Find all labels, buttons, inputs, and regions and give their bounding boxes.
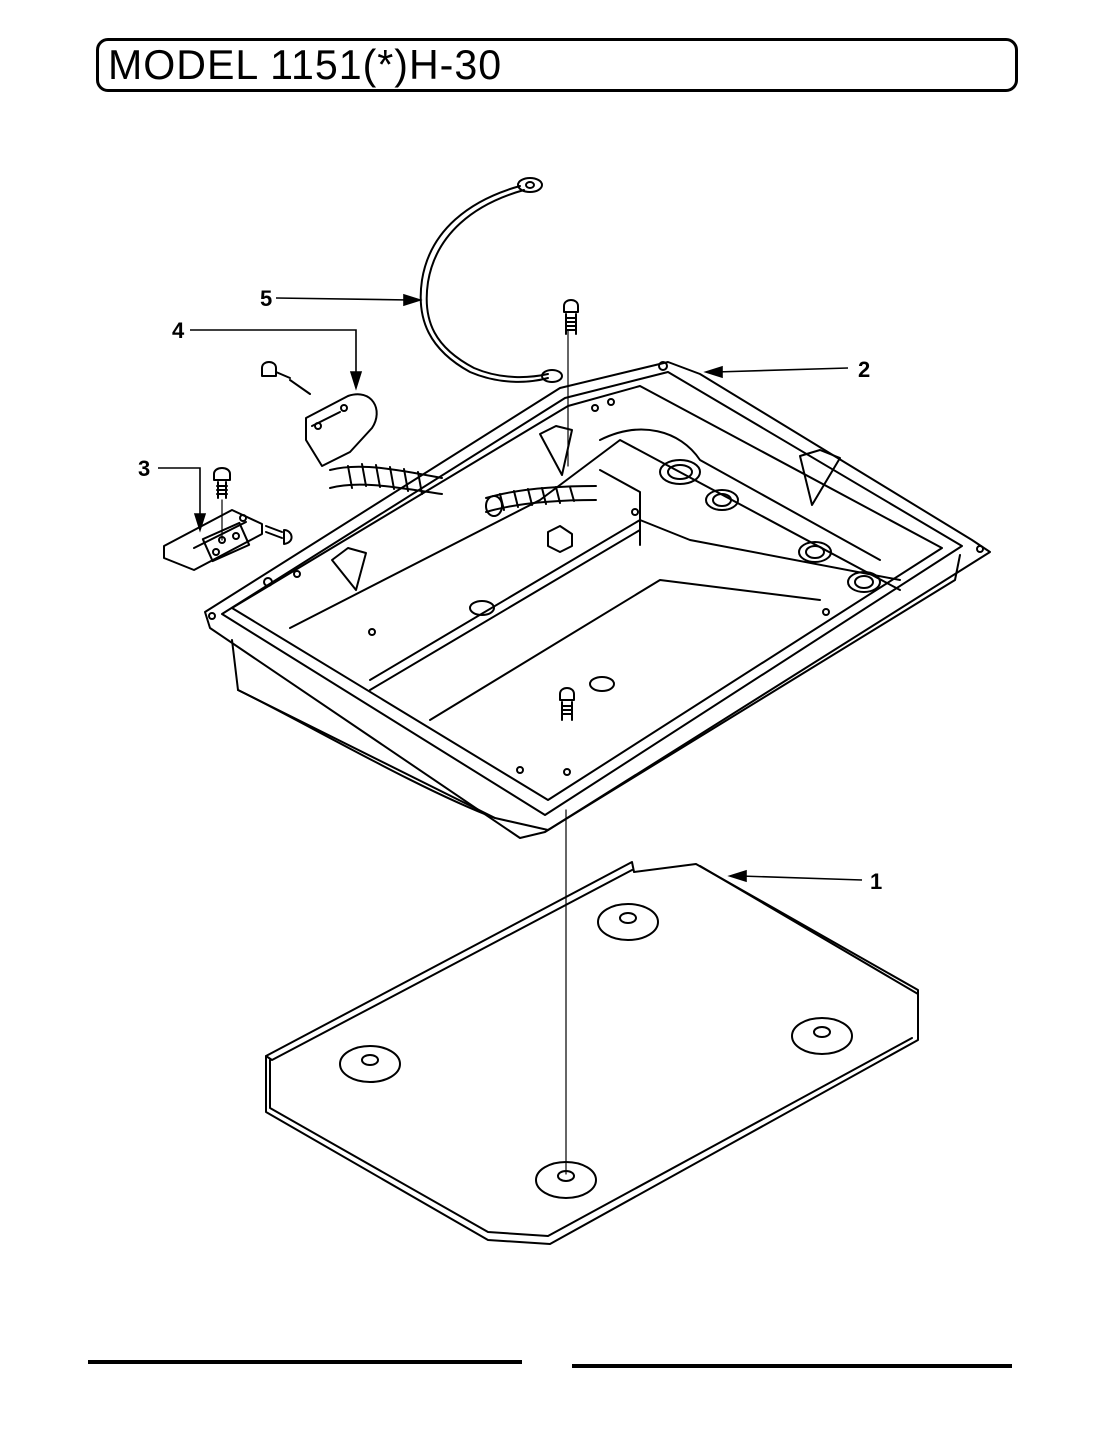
leader-5 [275, 297, 411, 301]
footer-rule-right [572, 1364, 1012, 1368]
leader-4-arrow [349, 371, 363, 391]
leader-3-arrow [193, 513, 207, 533]
callout-3: 3 [138, 456, 150, 481]
flex-conduit [329, 463, 597, 517]
callout-4: 4 [172, 318, 185, 343]
leader-2 [715, 367, 849, 373]
bottom-shield-part-1 [265, 861, 919, 1245]
conduit-bracket-part-4 [261, 361, 378, 467]
model-title: MODEL 1151(*)H-30 [108, 41, 503, 88]
terminal-block-part-3 [163, 467, 293, 571]
callout-5: 5 [260, 286, 272, 311]
leader-1 [739, 875, 863, 881]
assembly-line [565, 329, 569, 1175]
burner-box-pan-part-2 [204, 361, 991, 839]
title-frame [96, 38, 1018, 92]
callout-2: 2 [858, 357, 870, 382]
leader-2-arrow [703, 365, 723, 379]
callout-1: 1 [870, 869, 882, 894]
leader-4 [190, 329, 357, 378]
screws [559, 299, 579, 776]
ground-wire-part-5 [419, 177, 563, 383]
leader-1-arrow [727, 869, 747, 883]
leader-5-arrow [403, 293, 423, 307]
footer-rule-left [88, 1360, 522, 1364]
leader-3 [158, 467, 201, 520]
